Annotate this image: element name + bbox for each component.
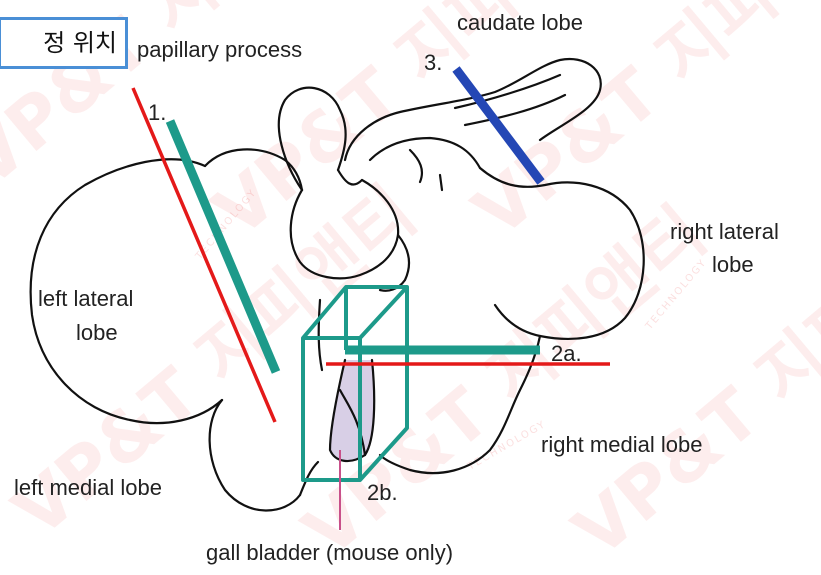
left-medial-lobe-outline [210,400,300,511]
label-right-lateral-lobe-2: lobe [712,252,754,277]
label-right-lateral-lobe-1: right lateral [670,219,779,244]
marker-3: 3. [424,50,442,75]
label-caudate-lobe: caudate lobe [457,10,583,35]
label-left-lateral-lobe-1: left lateral [38,286,133,311]
label-left-lateral-lobe-2: lobe [76,320,118,345]
marker-1: 1. [148,100,166,125]
label-left-medial-lobe: left medial lobe [14,475,162,500]
position-tag-text: 정 위치 [43,29,117,57]
marker-2b: 2b. [367,480,398,505]
position-tag-box: 정 위치 [0,17,128,69]
label-right-medial-lobe: right medial lobe [541,432,702,457]
label-papillary-process: papillary process [137,37,302,62]
marker-2a: 2a. [551,341,582,366]
label-gall-bladder: gall bladder (mouse only) [206,540,453,565]
